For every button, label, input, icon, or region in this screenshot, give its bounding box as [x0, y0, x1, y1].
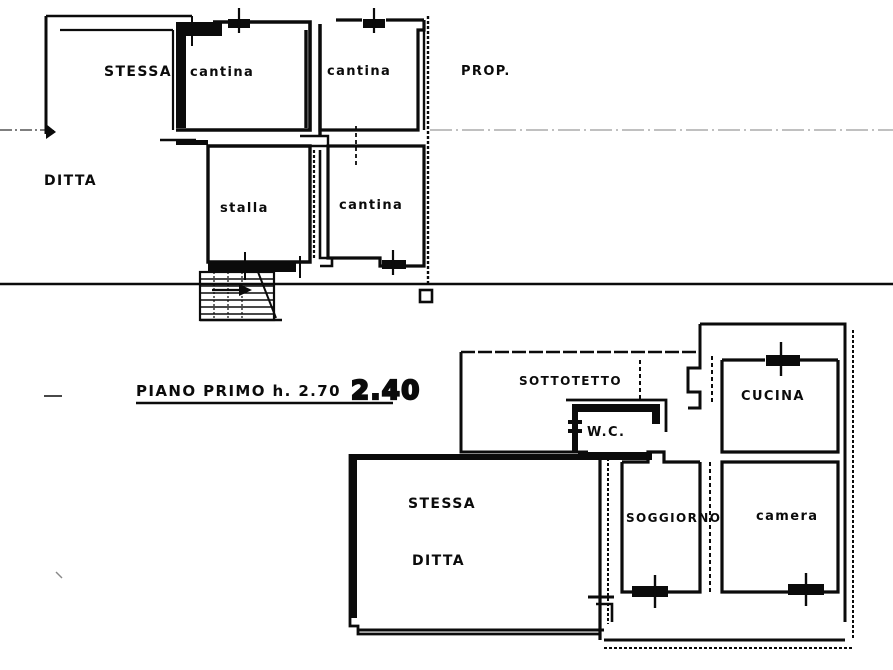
corridor-wall-left [686, 352, 702, 410]
floor-note-overwrite: 2.40 [351, 376, 421, 406]
room-label-cantina-3: cantina [339, 198, 403, 213]
room-label-cantina-1: cantina [190, 65, 254, 80]
room-label-soggiorno: SOGGIORNO [626, 511, 721, 525]
corridor-top-line [300, 134, 330, 148]
wall-stub-corner [596, 602, 614, 622]
room-label-ditta-upper: DITTA [44, 173, 97, 189]
window-symbol-cantina1 [228, 8, 250, 33]
window-symbol-soggiorno [632, 575, 668, 608]
soggiorno-walls [620, 462, 702, 594]
sottotetto-outline [459, 352, 588, 454]
cucina-walls [720, 360, 840, 454]
room-label-cucina: CUCINA [741, 389, 805, 404]
window-symbol-camera [788, 573, 824, 606]
door-symbol-wc [568, 414, 582, 440]
room-label-ditta-lower: DITTA [412, 553, 465, 569]
room-label-prop: PROP. [461, 64, 511, 79]
staircase-group [198, 270, 282, 322]
window-symbol-cantina2 [363, 8, 385, 33]
window-symbol-cantina3 [382, 250, 406, 275]
room-label-stalla: stalla [220, 201, 269, 216]
window-symbol-cucina [766, 342, 800, 376]
floor-note-group: PIANO PRIMO h. 2.70 2.40 [136, 375, 421, 407]
room-label-sottotetto: SOTTOTETTO [519, 374, 622, 388]
room-label-wc: W.C. [587, 425, 625, 440]
cantina3-left-col [318, 150, 334, 268]
room-label-stessa-upper: STESSA [104, 64, 172, 80]
lower-stessa-ditta-outline [348, 454, 600, 636]
pillar-marker [418, 288, 434, 304]
lower-plan-group: SOTTOTETTO W.C. CUCINA SOGGIORNO camera … [55, 322, 854, 649]
window-symbol-stalla [234, 252, 256, 280]
cantina1-top-wall [176, 20, 312, 132]
stalla-walls [206, 144, 312, 264]
floor-note-text: PIANO PRIMO h. 2.70 [136, 382, 341, 400]
room-label-stessa-lower: STESSA [408, 496, 476, 512]
cantina1-walls [176, 22, 222, 128]
room-label-camera: camera [756, 509, 818, 524]
tick-mark-lower-left [55, 571, 63, 579]
lower-top-outer-wall [700, 322, 847, 352]
camera-walls [720, 460, 840, 594]
upper-plan-group: STESSA DITTA cantina cantina cantina sta… [0, 8, 893, 397]
wc-walls [572, 404, 660, 452]
upper-middle-corridor-wall [176, 140, 208, 145]
soggiorno-top-wall [622, 450, 700, 464]
stessa-room-inner-wall [60, 28, 175, 130]
room-label-cantina-2: cantina [327, 64, 391, 79]
wc-outline [566, 398, 668, 432]
lower-stessa-ditta-walls [350, 454, 600, 618]
